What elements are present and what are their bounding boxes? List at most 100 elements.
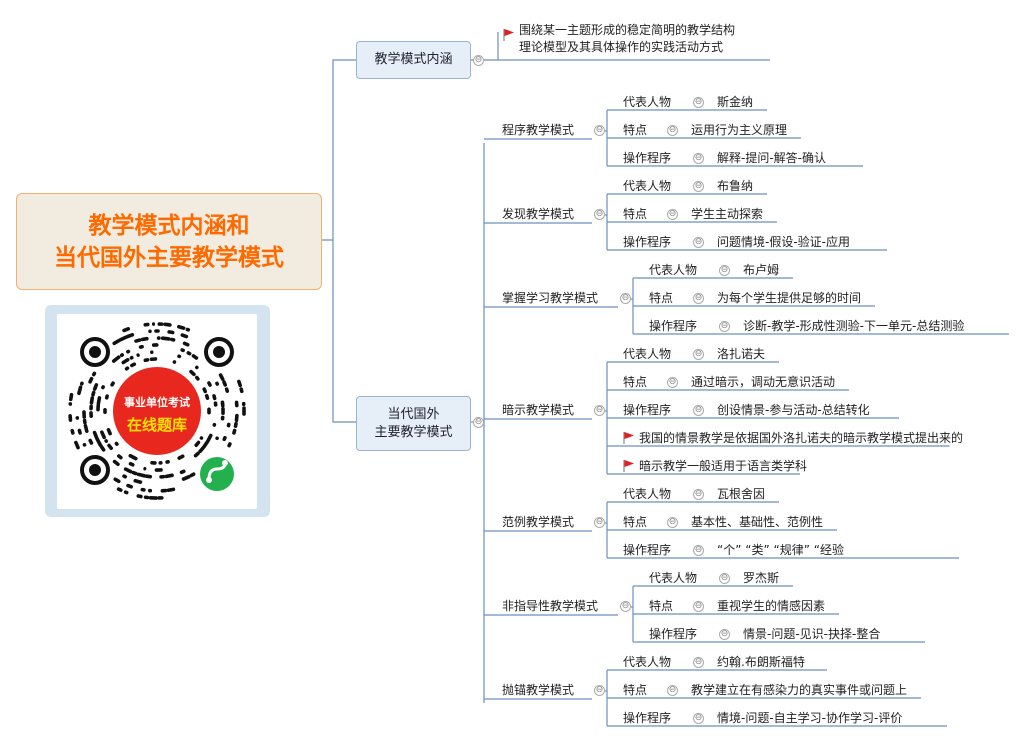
model-name[interactable]: 发现教学模式 [502, 207, 575, 221]
item-key: 代表人物 [623, 179, 672, 193]
model-name[interactable]: 非指导性教学模式 [502, 599, 599, 613]
collapse-icon[interactable]: ⊖ [594, 125, 605, 136]
root-title-line2: 当代国外主要教学模式 [54, 244, 284, 271]
item-key: 操作程序 [623, 151, 672, 165]
collapse-icon[interactable]: ⊖ [473, 417, 484, 428]
item-key: 操作程序 [623, 235, 672, 249]
item-key: 操作程序 [623, 711, 672, 725]
model-name[interactable]: 抛锚教学模式 [502, 683, 575, 697]
collapse-icon[interactable]: ⊖ [693, 489, 704, 500]
flag-icon [503, 29, 514, 41]
collapse-icon[interactable]: ⊖ [693, 97, 704, 108]
collapse-icon[interactable]: ⊖ [620, 601, 631, 612]
item-value: 情景-问题-见识-抉择-整合 [743, 627, 881, 641]
item-value: 布鲁纳 [717, 179, 754, 193]
collapse-icon[interactable]: ⊖ [719, 265, 730, 276]
item-key: 代表人物 [623, 95, 672, 109]
item-key: 特点 [623, 515, 648, 529]
item-value: 布卢姆 [743, 263, 780, 277]
item-value: 罗杰斯 [743, 571, 780, 585]
item-value: 通过暗示，调动无意识活动 [691, 375, 836, 389]
item-key: 特点 [623, 375, 648, 389]
collapse-icon[interactable]: ⊖ [594, 405, 605, 416]
collapse-icon[interactable]: ⊖ [693, 181, 704, 192]
item-value: 为每个学生提供足够的时间 [717, 291, 862, 305]
collapse-icon[interactable]: ⊖ [693, 713, 704, 724]
item-key: 代表人物 [623, 655, 672, 669]
qr-card[interactable]: 事业单位考试 在线题库 [45, 305, 270, 517]
item-value: 运用行为主义原理 [691, 123, 788, 137]
collapse-icon[interactable]: ⊖ [473, 55, 484, 66]
collapse-icon[interactable]: ⊖ [594, 209, 605, 220]
flag-icon [623, 460, 634, 472]
item-value: 问题情境-假设-验证-应用 [717, 235, 850, 249]
qr-caption-2: 在线题库 [126, 416, 187, 434]
item-value: 诊断-教学-形成性测验-下一单元-总结测验 [743, 319, 965, 333]
item-key: 代表人物 [649, 571, 698, 585]
collapse-icon[interactable]: ⊖ [693, 657, 704, 668]
item-key: 特点 [649, 599, 674, 613]
branch-label-line1: 当代国外 [387, 406, 440, 422]
collapse-icon[interactable]: ⊖ [693, 153, 704, 164]
item-value: 瓦根舍因 [717, 487, 766, 501]
item-value: “个” “类” “规律” “经验 [717, 543, 844, 557]
item-key: 操作程序 [649, 319, 698, 333]
item-value: 解释-提问-解答-确认 [717, 151, 826, 165]
item-key: 特点 [623, 207, 648, 221]
collapse-icon[interactable]: ⊖ [594, 685, 605, 696]
qr-code-image: 事业单位考试 在线题库 [57, 314, 257, 509]
item-value: 基本性、基础性、范例性 [691, 515, 824, 529]
branch-teaching-model-connotation[interactable]: 教学模式内涵 [356, 41, 471, 79]
collapse-icon[interactable]: ⊖ [693, 405, 704, 416]
item-key: 特点 [623, 123, 648, 137]
model-name[interactable]: 暗示教学模式 [502, 403, 575, 417]
root-title-line1: 教学模式内涵和 [88, 212, 250, 239]
item-value: 约翰.布朗斯福特 [717, 655, 805, 669]
note-text: 暗示教学一般适用于语言类学科 [639, 459, 808, 473]
item-key: 操作程序 [623, 543, 672, 557]
item-value: 教学建立在有感染力的真实事件或问题上 [691, 683, 908, 697]
model-name[interactable]: 范例教学模式 [502, 515, 575, 529]
collapse-icon[interactable]: ⊖ [719, 573, 730, 584]
branch-label-line2: 主要教学模式 [374, 424, 453, 440]
item-value: 重视学生的情感因素 [717, 599, 826, 613]
note-text: 围绕某一主题形成的稳定简明的教学结构 [519, 23, 736, 37]
collapse-icon[interactable]: ⊖ [693, 545, 704, 556]
flag-icon [623, 432, 634, 444]
item-key: 特点 [649, 291, 674, 305]
collapse-icon[interactable]: ⊖ [719, 629, 730, 640]
item-key: 操作程序 [649, 627, 698, 641]
collapse-icon[interactable]: ⊖ [667, 377, 678, 388]
collapse-icon[interactable]: ⊖ [693, 601, 704, 612]
branch-contemporary-models[interactable]: 当代国外 主要教学模式 [356, 396, 471, 451]
item-key: 特点 [623, 683, 648, 697]
item-value: 情境-问题-自主学习-协作学习-评价 [717, 711, 903, 725]
collapse-icon[interactable]: ⊖ [719, 321, 730, 332]
note-text: 我国的情景教学是依据国外洛扎诺夫的暗示教学模式提出来的 [639, 431, 964, 445]
item-key: 代表人物 [649, 263, 698, 277]
collapse-icon[interactable]: ⊖ [667, 685, 678, 696]
item-value: 斯金纳 [717, 95, 754, 109]
collapse-icon[interactable]: ⊖ [667, 517, 678, 528]
collapse-icon[interactable]: ⊖ [693, 349, 704, 360]
item-key: 代表人物 [623, 347, 672, 361]
item-value: 学生主动探索 [691, 207, 764, 221]
collapse-icon[interactable]: ⊖ [667, 209, 678, 220]
collapse-icon[interactable]: ⊖ [667, 125, 678, 136]
model-name[interactable]: 掌握学习教学模式 [502, 291, 599, 305]
collapse-icon[interactable]: ⊖ [620, 293, 631, 304]
note-text: 理论模型及其具体操作的实践活动方式 [519, 40, 724, 54]
qr-caption-1: 事业单位考试 [124, 396, 190, 409]
collapse-icon[interactable]: ⊖ [693, 237, 704, 248]
item-value: 洛扎诺夫 [717, 347, 766, 361]
collapse-icon[interactable]: ⊖ [693, 293, 704, 304]
item-key: 操作程序 [623, 403, 672, 417]
qr-pattern [68, 322, 246, 500]
item-key: 代表人物 [623, 487, 672, 501]
item-value: 创设情景-参与活动-总结转化 [717, 403, 870, 417]
branch-label: 教学模式内涵 [374, 52, 453, 67]
root-topic[interactable]: 教学模式内涵和 当代国外主要教学模式 [16, 193, 322, 290]
collapse-icon[interactable]: ⊖ [594, 517, 605, 528]
model-name[interactable]: 程序教学模式 [502, 123, 575, 137]
